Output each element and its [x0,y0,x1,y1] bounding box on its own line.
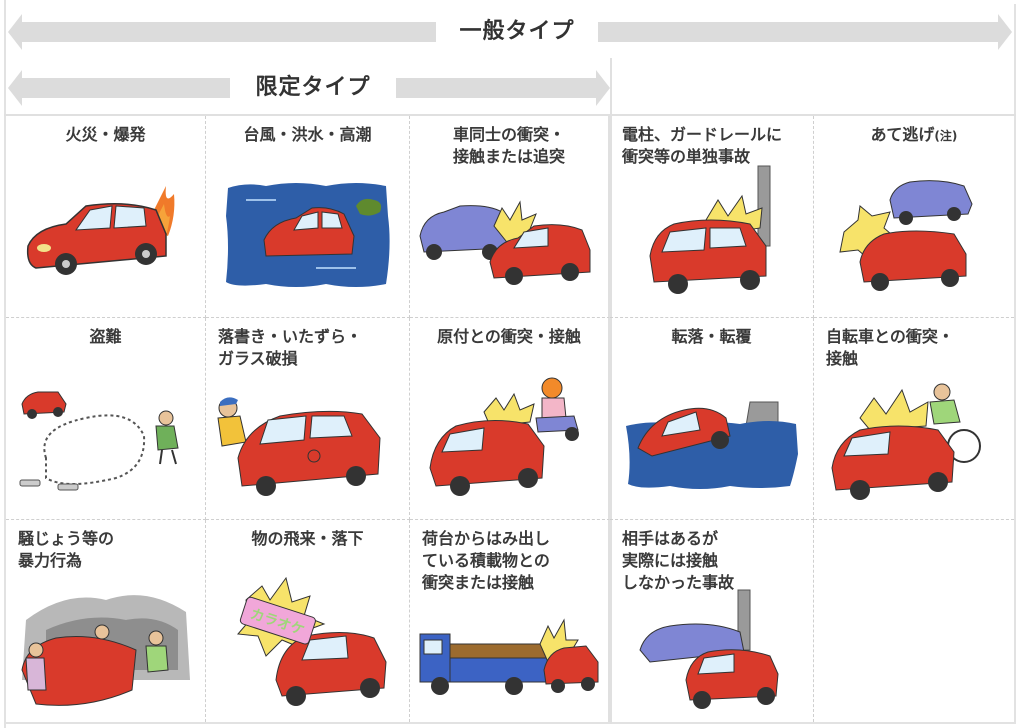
case-cell-fall-rollover: 転落・転覆 [610,318,814,520]
limited-type-label: 限定タイプ [255,75,371,100]
arrow-left-head-icon [8,14,22,50]
case-cell-single-accident: 電柱、ガードレールに 衝突等の単独事故 [610,116,814,318]
case-cell-theft: 盗難 [6,318,206,520]
arrow-bar [20,78,230,98]
case-title: 台風・洪水・高潮 [243,125,372,144]
case-cell-moped-collision: 原付との衝突・接触 [410,318,610,520]
case-cell-empty [814,520,1014,722]
car-falls-into-water-icon [626,401,798,489]
arrow-bar [20,22,436,42]
note-marker: (注) [934,129,958,143]
bicycle-collision-icon [831,383,981,500]
car-hits-pole-icon [649,165,771,294]
arrow-bar [396,78,598,98]
case-cell-falling-object: 物の飛来・落下 カラオケ [206,520,410,722]
case-cell-near-miss: 相手はあるが 実際には接触 しなかった事故 [610,520,814,722]
case-title: 盗難 [89,327,122,346]
arrow-left-head-icon [8,70,22,106]
arrow-bar [598,22,1000,42]
moped-collision-icon [429,377,579,496]
case-title: 荷台からはみ出し ている積載物との 衝突または接触 [422,529,551,592]
case-title: 相手はあるが 実際には接触 しなかった事故 [622,529,735,592]
case-title: 物の飛来・落下 [251,529,364,548]
general-type-label: 一般タイプ [459,19,575,44]
case-cell-bicycle-collision: 自転車との衝突・ 接触 [814,318,1014,520]
car-theft-icon [19,391,179,491]
case-title-text: あて逃げ [870,125,935,144]
case-title: 電柱、ガードレールに 衝突等の単独事故 [622,125,783,166]
case-title: 火災・爆発 [65,125,146,144]
case-cell-fire-explosion: 火災・爆発 [6,116,206,318]
case-cell-vehicle-collision: 車同士の衝突・ 接触または追突 [410,116,610,318]
arrow-right-head-icon [596,70,610,106]
case-title: 騒じょう等の 暴力行為 [18,529,115,570]
case-cell-vandalism: 落書き・いたずら・ ガラス破損 [206,318,410,520]
arrow-right-head-icon [998,14,1012,50]
left-border [4,0,6,728]
near-miss-accident-icon [639,589,779,709]
general-type-arrow: 一般タイプ [8,14,1012,50]
truck-load-collision-icon [419,618,599,695]
car-collision-icon [419,200,591,285]
coverage-grid: 火災・爆発 台風・洪水・高潮 車同士の衝突・ 接触または追突 [6,116,1014,722]
limited-type-arrow: 限定タイプ [8,70,610,106]
case-cell-hit-and-run: あて逃げ(注) [814,116,1014,318]
hit-and-run-icon [839,180,973,291]
case-title: 転落・転覆 [671,327,752,346]
case-title: 落書き・いたずら・ ガラス破損 [218,327,363,368]
vandalism-icon [217,397,381,496]
case-title: あて逃げ(注) [814,124,1014,147]
case-title: 自転車との衝突・ 接触 [826,327,954,368]
header-rule [4,114,1016,116]
falling-object-icon: カラオケ [236,576,387,706]
riot-violence-icon [21,595,190,706]
case-cell-riot-violence: 騒じょう等の 暴力行為 [6,520,206,722]
limited-type-divider [610,58,612,724]
car-on-fire-icon [26,186,175,275]
case-cell-truck-load-collision: 荷台からはみ出し ている積載物との 衝突または接触 [410,520,610,722]
case-title: 原付との衝突・接触 [437,327,581,346]
case-cell-typhoon-flood: 台風・洪水・高潮 [206,116,410,318]
car-in-flood-icon [226,183,390,287]
case-title: 車同士の衝突・ 接触または追突 [452,125,565,166]
